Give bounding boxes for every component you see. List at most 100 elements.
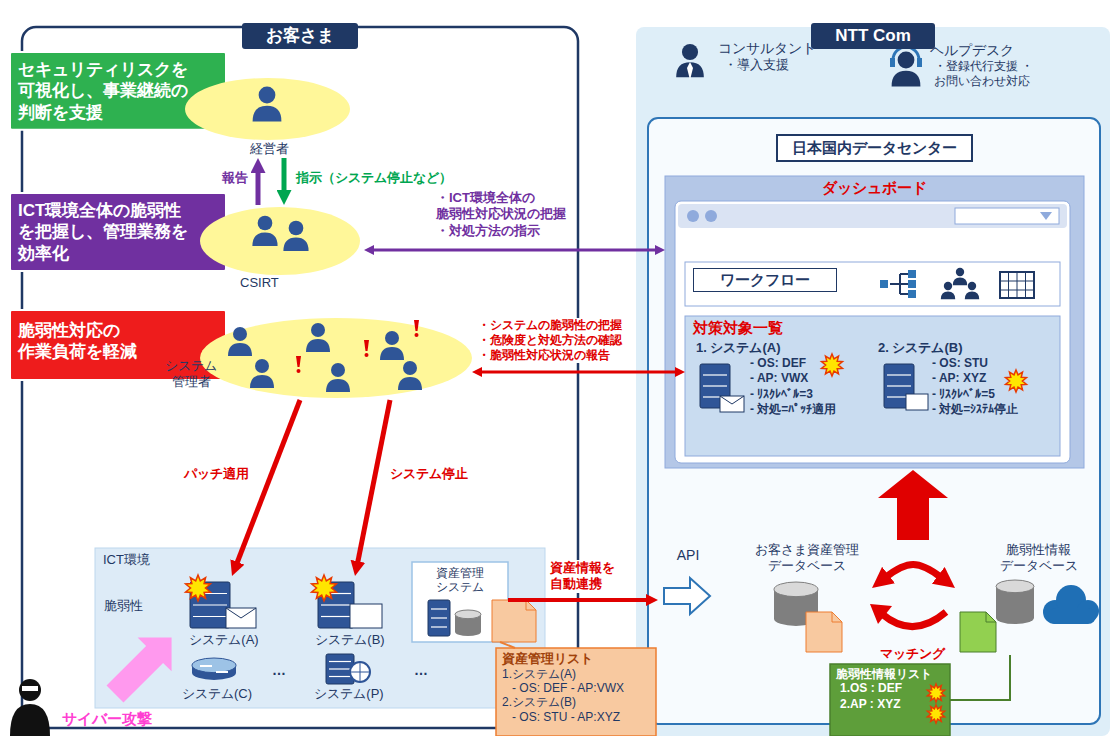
- node-title: 資産管理 システム: [432, 566, 488, 595]
- datacenter-box-shape: [648, 118, 1100, 724]
- person-icon: [968, 282, 976, 290]
- connector: [356, 400, 390, 569]
- node-title: ヘルプデスク: [930, 42, 1107, 59]
- vulnerability-star: [1006, 370, 1027, 392]
- person-icon: [898, 52, 915, 69]
- list-sheet-icon: [832, 612, 842, 622]
- server-icon: [428, 600, 450, 636]
- alert-mark: [414, 320, 419, 331]
- person-icon: [228, 343, 252, 356]
- ellipsis-mark: …: [272, 662, 286, 680]
- ict-region-shape: [95, 548, 545, 708]
- result-arrow: [878, 470, 948, 540]
- person-icon: [250, 375, 274, 388]
- node-text: - OS: STU: [878, 356, 1060, 372]
- database-node: お客さま資産管理 データベース: [742, 540, 872, 662]
- node-text: - OS: DEF - AP:VWX: [502, 681, 650, 695]
- person-icon: [252, 232, 277, 246]
- person-icon: [398, 377, 422, 390]
- person-icon: [283, 237, 308, 251]
- node-title: 脆弱性対応の 作業負荷を軽減: [18, 320, 153, 363]
- system-node: システム(C): [160, 652, 274, 706]
- person-icon: [255, 359, 269, 373]
- node-title: ワークフロー: [693, 268, 837, 292]
- calendar-icon: [1000, 290, 1034, 291]
- person-icon: [403, 361, 417, 375]
- workflow-icon: [908, 270, 916, 278]
- list-sheet-icon: [492, 600, 536, 642]
- server-icon: [321, 604, 351, 605]
- person-icon: [956, 268, 964, 276]
- list-sheet-icon: [960, 612, 996, 652]
- node-title: 資産管理リスト: [502, 651, 650, 667]
- node-title: システム 管理者: [160, 358, 222, 389]
- list-sheet-icon: [806, 612, 842, 652]
- vulnerability-star: [927, 705, 944, 723]
- datacenter-box: 日本国内データセンターダッシュボードワークフロー対策対象一覧1. システム(A)…: [648, 118, 1100, 724]
- connector: [950, 655, 1010, 700]
- connector: [256, 166, 261, 206]
- server-icon: [329, 668, 351, 669]
- calendar-icon: [1017, 272, 1018, 298]
- connector: [282, 158, 287, 198]
- node-title: セキュリティリスクを 可視化し、事業継続の 判断を支援: [18, 59, 203, 123]
- vulnerability-star: [927, 684, 944, 702]
- node-title: ICT環境全体の脆弱性 を把握し、管理業務を 効率化: [18, 200, 203, 264]
- connector-label: パッチ適用: [184, 466, 249, 482]
- node-text: 1.OS : DEF: [836, 681, 944, 697]
- system-node: システム(P): [292, 652, 406, 706]
- attacker-icon: [22, 686, 38, 691]
- dashboard-box-shape: [665, 176, 1084, 468]
- helpdesk: ヘルプデスク・登録代行支援 ・お問い合わせ対応: [878, 40, 1107, 112]
- calendar-icon: [1000, 281, 1034, 282]
- node-text: - ﾘｽｸﾚﾍﾞﾙ=3: [696, 387, 874, 403]
- globe-icon: [350, 662, 370, 682]
- calendar-icon: [1008, 272, 1009, 298]
- attack-arrow: [98, 620, 189, 711]
- headset-icon: [890, 58, 895, 67]
- admin-group: システム 管理者: [160, 318, 472, 400]
- asset-list-note: 資産管理リスト1.システム(A)- OS: DEF - AP:VWX2.システム…: [496, 648, 656, 736]
- mail-icon: [720, 396, 744, 412]
- target-list-box: 対策対象一覧1. システム(A)- OS: DEF- AP: VWX- ﾘｽｸﾚ…: [685, 316, 1060, 456]
- matching-arc: [882, 612, 946, 627]
- person-icon: [385, 331, 399, 345]
- node-text: ・導入支援: [718, 57, 837, 73]
- globe-icon: [350, 662, 370, 682]
- database-icon: [455, 610, 481, 619]
- person-icon: [306, 339, 330, 352]
- node-text: 2.AP : XYZ: [836, 697, 944, 713]
- node-title: ダッシュボード: [665, 179, 1084, 197]
- server-icon: [431, 617, 447, 618]
- node-title: ICT環境: [103, 552, 537, 568]
- person-icon: [944, 282, 952, 290]
- browser-bar: [678, 204, 1067, 228]
- node-title: CSIRT: [240, 275, 364, 291]
- server-icon: [193, 604, 227, 605]
- person-icon: [953, 277, 967, 285]
- node-title: 2. システム(B): [878, 340, 1060, 356]
- person-icon: [259, 87, 276, 104]
- node-title: システム(C): [160, 686, 274, 702]
- node-title: システム(A): [172, 632, 276, 648]
- node-title: お客さま: [242, 23, 358, 49]
- browser-button: [687, 210, 699, 222]
- asset-list-note-shape: [496, 648, 656, 736]
- calendar-icon: [1000, 272, 1034, 298]
- router-icon: [200, 666, 228, 672]
- server-icon: [321, 616, 351, 617]
- vuln-list-note-shape: [830, 664, 950, 736]
- connector-label: ・システムの脆弱性の把握 ・危険度と対処方法の確認 ・脆弱性対応状況の報告: [478, 318, 630, 363]
- goal-box: セキュリティリスクを 可視化し、事業継続の 判断を支援: [10, 52, 226, 130]
- mail-icon: [226, 608, 256, 628]
- server-icon: [431, 608, 447, 609]
- connector: [500, 642, 515, 648]
- system-node: システム(A): [172, 576, 276, 650]
- asset-system: 資産管理 システム: [412, 562, 508, 642]
- person-icon: [892, 71, 921, 87]
- node-text: - OS: STU - AP:XYZ: [502, 710, 650, 724]
- vulnerability-star: [822, 354, 843, 376]
- server-icon: [193, 616, 227, 617]
- node-title: 脆弱性情報 データベース: [996, 542, 1081, 575]
